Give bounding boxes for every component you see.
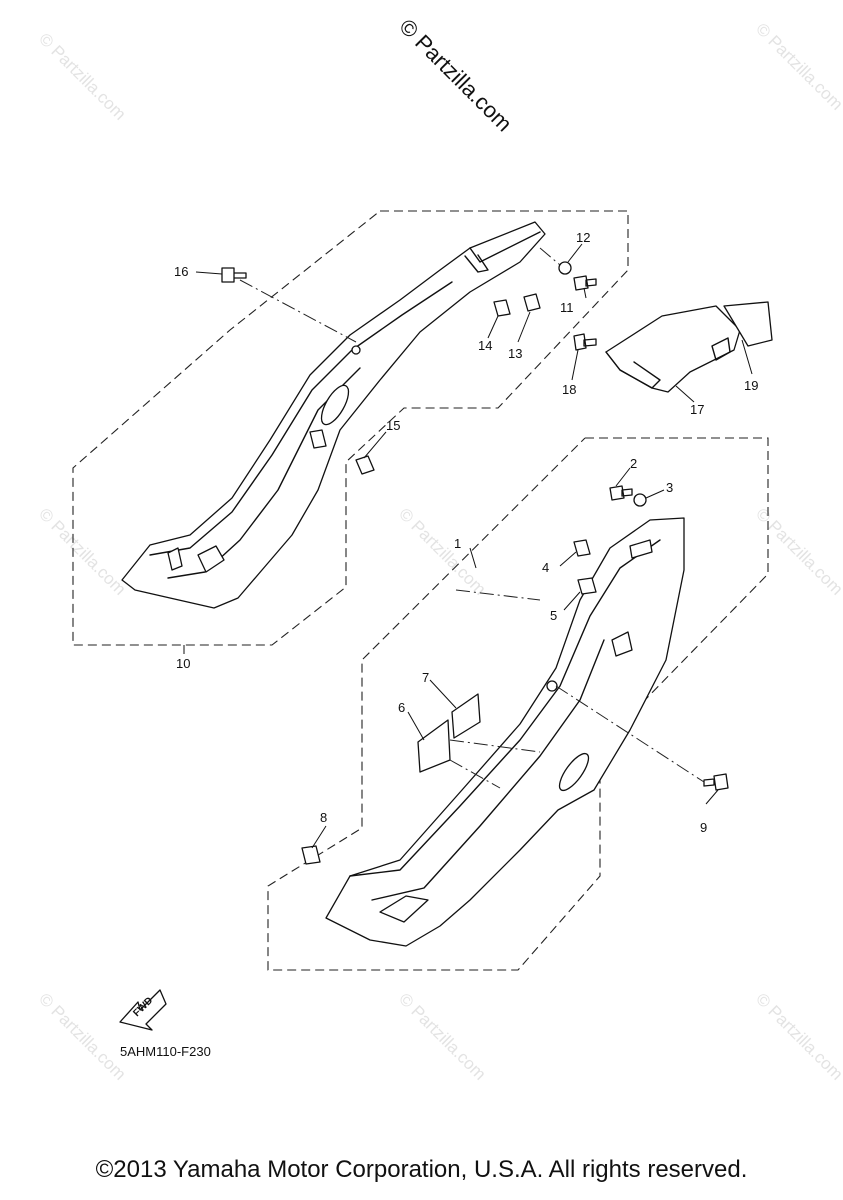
watermark-text: © Partzilla.com	[395, 989, 489, 1083]
part-labels: 16 12 11 14 13 15 18 17 19 2 3 1 4 5 10 …	[174, 230, 758, 835]
part-label-8: 8	[320, 810, 327, 825]
part-label-16: 16	[174, 264, 188, 279]
part-label-5: 5	[550, 608, 557, 623]
fwd-arrow: FWD	[119, 989, 167, 1031]
part-label-6: 6	[398, 700, 405, 715]
part-label-10: 10	[176, 656, 190, 671]
part-label-2: 2	[630, 456, 637, 471]
watermark-text: © Partzilla.com	[395, 504, 489, 598]
screw-18	[573, 333, 597, 351]
screw-9	[703, 773, 729, 791]
part-label-17: 17	[690, 402, 704, 417]
grommet-5	[577, 577, 597, 595]
part-label-3: 3	[666, 480, 673, 495]
nut-15a	[309, 429, 327, 449]
side-cover-1	[325, 517, 685, 947]
watermark-text: © Partzilla.com	[35, 29, 129, 123]
grommet-15	[355, 455, 375, 475]
label-19	[723, 301, 773, 347]
assembly-17	[573, 301, 773, 393]
part-label-15: 15	[386, 418, 400, 433]
part-label-4: 4	[542, 560, 549, 575]
label-7	[451, 693, 481, 739]
watermark-text: © Partzilla.com	[752, 989, 843, 1083]
figure-code: 5AHM110-F230	[120, 1044, 211, 1059]
label-6	[417, 719, 451, 773]
nut-4	[573, 539, 591, 557]
screw-11	[573, 275, 597, 291]
part-label-12: 12	[576, 230, 590, 245]
copyright-notice: ©2013 Yamaha Motor Corporation, U.S.A. A…	[95, 1156, 748, 1183]
part-label-9: 9	[700, 820, 707, 835]
brand-watermark: © Partzilla.com	[394, 14, 517, 137]
part-label-13: 13	[508, 346, 522, 361]
cover-17	[605, 305, 741, 393]
assembly-1-boundary	[267, 437, 769, 971]
watermark-text: © Partzilla.com	[752, 19, 843, 113]
screw-2	[609, 485, 633, 501]
part-label-14: 14	[478, 338, 492, 353]
assembly-10	[72, 210, 629, 646]
part-label-7: 7	[422, 670, 429, 685]
part-label-18: 18	[562, 382, 576, 397]
watermark-text: © Partzilla.com	[35, 504, 129, 598]
assembly-10-boundary	[72, 210, 629, 646]
leader-lines	[183, 243, 753, 849]
grommet-14	[493, 299, 511, 317]
screw-16	[221, 267, 247, 283]
washer-3	[633, 493, 647, 507]
part-label-19: 19	[744, 378, 758, 393]
assembly-1	[267, 437, 769, 971]
grommet-8	[301, 845, 321, 865]
washer-12	[558, 261, 572, 275]
part-label-1: 1	[454, 536, 461, 551]
nut-13	[523, 293, 541, 312]
part-label-11: 11	[560, 300, 574, 315]
watermark-text: © Partzilla.com	[35, 989, 129, 1083]
watermark-text: © Partzilla.com	[752, 504, 843, 598]
